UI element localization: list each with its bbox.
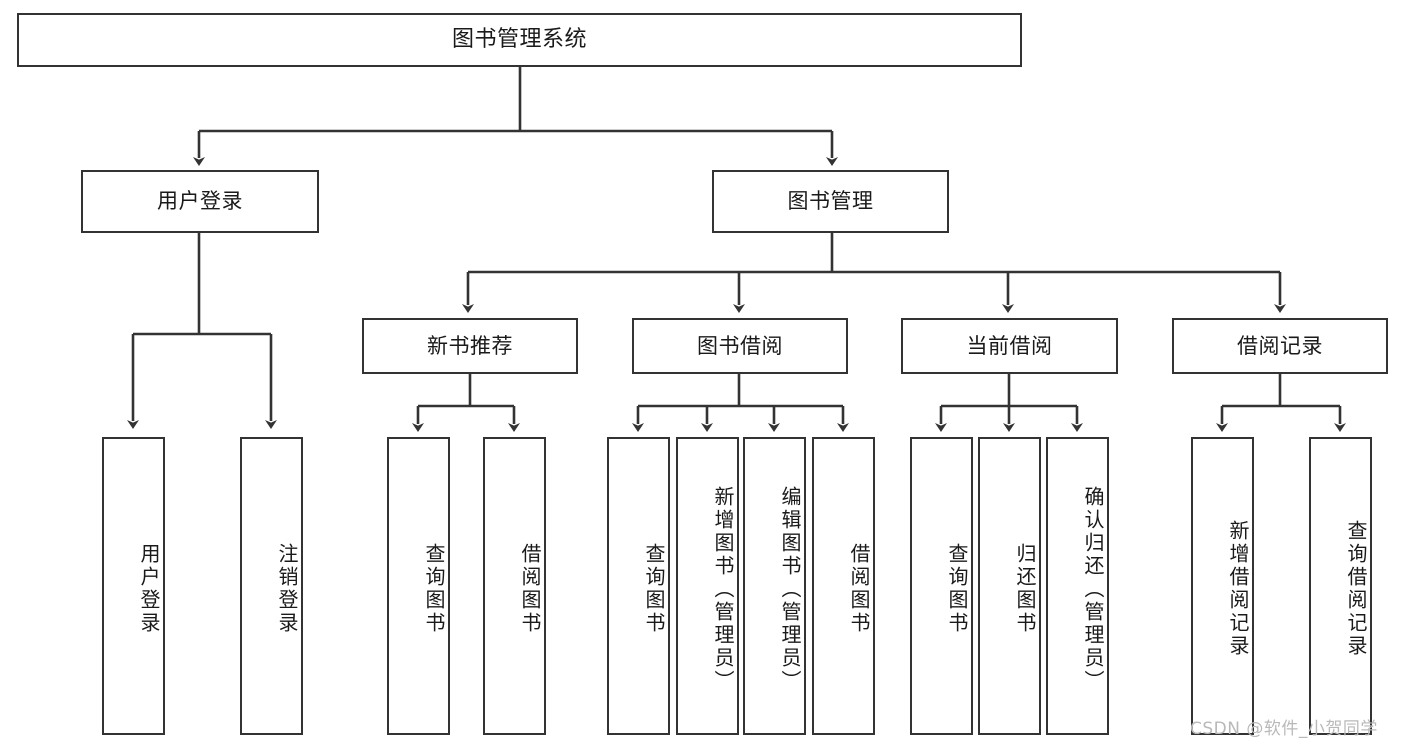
node-leaf-borrow-edit-label: 编辑图书（管理员） xyxy=(778,485,802,693)
node-leaf-borrow-do[interactable]: 借阅图书 xyxy=(812,437,875,735)
node-leaf-rec-query-label: 查询图书 xyxy=(422,543,446,635)
node-book-borrow[interactable]: 图书借阅 xyxy=(632,318,848,374)
node-new-book-rec-label: 新书推荐 xyxy=(427,333,513,358)
node-leaf-user-login[interactable]: 用户登录 xyxy=(102,437,165,735)
node-leaf-borrow-add[interactable]: 新增图书（管理员） xyxy=(676,437,739,735)
csdn-watermark: CSDN @软件_小贺同学 xyxy=(1190,719,1378,739)
node-leaf-rec-query[interactable]: 查询图书 xyxy=(387,437,450,735)
node-leaf-borrow-do-label: 借阅图书 xyxy=(847,543,871,635)
node-borrow-record-label: 借阅记录 xyxy=(1237,333,1323,358)
node-book-manage-label: 图书管理 xyxy=(787,189,874,214)
node-user-login[interactable]: 用户登录 xyxy=(81,170,319,233)
node-leaf-user-logout-label: 注销登录 xyxy=(275,543,299,635)
node-leaf-user-login-label: 用户登录 xyxy=(137,543,161,635)
node-current-borrow[interactable]: 当前借阅 xyxy=(901,318,1118,374)
node-leaf-rec-add-label: 新增借阅记录 xyxy=(1226,520,1250,658)
node-leaf-cur-return[interactable]: 归还图书 xyxy=(978,437,1041,735)
node-borrow-record[interactable]: 借阅记录 xyxy=(1172,318,1388,374)
node-leaf-cur-return-label: 归还图书 xyxy=(1013,543,1037,635)
node-leaf-cur-query[interactable]: 查询图书 xyxy=(910,437,973,735)
node-leaf-rec-add[interactable]: 新增借阅记录 xyxy=(1191,437,1254,735)
node-new-book-rec[interactable]: 新书推荐 xyxy=(362,318,578,374)
node-root-label: 图书管理系统 xyxy=(451,27,587,53)
node-root[interactable]: 图书管理系统 xyxy=(17,13,1022,67)
node-leaf-rec-query2[interactable]: 查询借阅记录 xyxy=(1309,437,1372,735)
node-leaf-rec-borrow[interactable]: 借阅图书 xyxy=(483,437,546,735)
node-leaf-borrow-add-label: 新增图书（管理员） xyxy=(711,485,735,693)
node-current-borrow-label: 当前借阅 xyxy=(966,333,1053,358)
node-leaf-cur-confirm[interactable]: 确认归还（管理员） xyxy=(1046,437,1109,735)
node-leaf-cur-confirm-label: 确认归还（管理员） xyxy=(1081,485,1105,693)
node-book-borrow-label: 图书借阅 xyxy=(697,333,783,358)
node-leaf-rec-borrow-label: 借阅图书 xyxy=(518,543,542,635)
node-leaf-borrow-query[interactable]: 查询图书 xyxy=(607,437,670,735)
node-leaf-borrow-edit[interactable]: 编辑图书（管理员） xyxy=(743,437,806,735)
node-book-manage[interactable]: 图书管理 xyxy=(712,170,949,233)
node-user-login-label: 用户登录 xyxy=(157,189,243,214)
node-leaf-rec-query2-label: 查询借阅记录 xyxy=(1344,520,1368,658)
node-leaf-borrow-query-label: 查询图书 xyxy=(642,543,666,635)
node-leaf-user-logout[interactable]: 注销登录 xyxy=(240,437,303,735)
node-leaf-cur-query-label: 查询图书 xyxy=(945,543,969,635)
